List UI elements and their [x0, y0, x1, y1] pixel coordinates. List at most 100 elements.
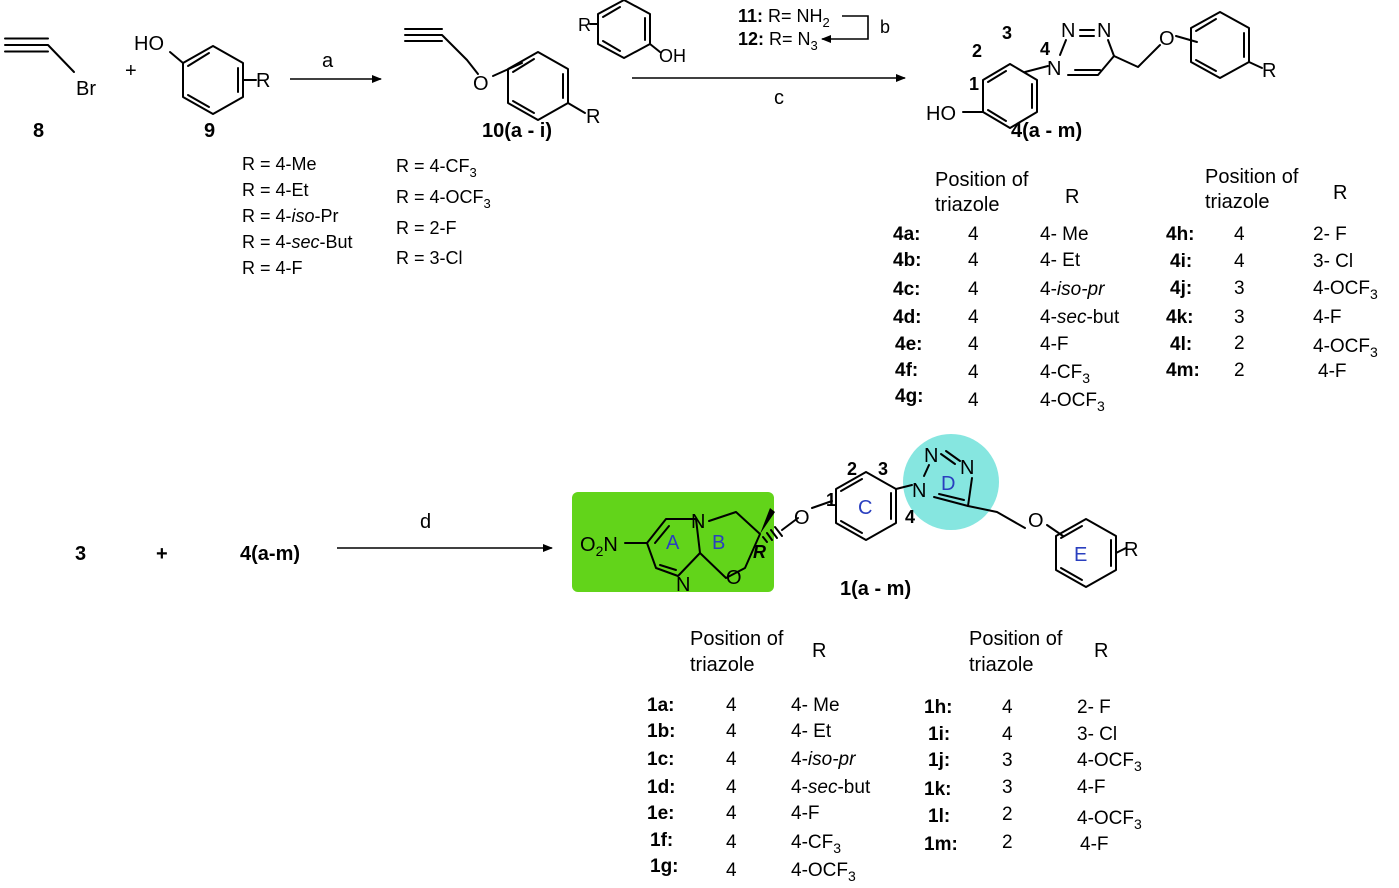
table4-row-id: 4c: [893, 279, 920, 300]
table4-row-pos: 4 [968, 390, 979, 411]
table1-row-r: 4-F [1077, 777, 1106, 798]
compound-1-triazole-n3: N [960, 457, 974, 479]
compound-1-triazole-n1: N [912, 480, 926, 502]
table4-right-header-pos-2: triazole [1205, 191, 1269, 213]
stereo-r-label-1: R [753, 542, 766, 562]
table1-row-r: 4-OCF3 [1077, 750, 1142, 774]
table4-row-pos: 4 [968, 307, 979, 328]
r-list-10-iso-pr: R = 4-iso-Pr [242, 206, 339, 226]
compound-8-br-atom: Br [76, 78, 96, 100]
table1-row-pos: 4 [1002, 697, 1013, 718]
table4-row-pos: 4 [968, 250, 979, 271]
plus-sign-1: + [125, 60, 137, 82]
table4-row-id: 4m: [1166, 360, 1200, 381]
compound-4-table: Position of triazole R Position of triaz… [893, 166, 1378, 414]
compound-1-structure: O2N N N O R O 1 2 3 4 N N N O [572, 434, 1138, 600]
compound-9-r-group: R [256, 70, 270, 92]
r-list-10-sec-but: R = 4-sec-But [242, 232, 353, 252]
table1-row-id: 1l: [928, 806, 950, 827]
table1-row-pos: 2 [1002, 832, 1013, 853]
table4-row-pos: 4 [968, 279, 979, 300]
table4-row-r: 4- Et [1040, 250, 1081, 271]
table1-row-r: 2- F [1077, 697, 1111, 718]
table4-row-r: 4-F [1313, 307, 1342, 328]
table4-row-pos: 3 [1234, 307, 1245, 328]
table4-row-r: 3- Cl [1313, 251, 1353, 272]
compound-1-pos-4: 4 [905, 507, 915, 527]
reaction-arrow-b [821, 15, 869, 43]
compound-4-n1-atom: N [1047, 58, 1061, 80]
ring-label-c: C [858, 497, 872, 519]
table1-row-r: 4-OCF3 [791, 860, 856, 884]
table4-row-id: 4k: [1166, 307, 1193, 328]
table1-row-id: 1a: [647, 695, 674, 716]
table4-row-id: 4h: [1166, 224, 1195, 245]
reagent-r-group: R [578, 15, 591, 35]
table1-row-r: 3- Cl [1077, 724, 1117, 745]
table1-left-header-r: R [812, 640, 826, 662]
reagent-oh-group: OH [659, 46, 686, 66]
table1-row-pos: 2 [1002, 804, 1013, 825]
compound-1-imidazole-n: N [691, 511, 705, 533]
table4-row-id: 4f: [895, 360, 918, 381]
table1-row-id: 1k: [924, 779, 951, 800]
r-list-10-cf3: R = 4-CF3 [396, 156, 477, 180]
compound-1-label: 1(a - m) [840, 578, 911, 600]
table1-row-pos: 4 [726, 777, 737, 798]
table1-row-id: 1f: [650, 830, 673, 851]
table4-row-pos: 4 [968, 334, 979, 355]
table1-row-id: 1j: [928, 750, 950, 771]
step-a-label: a [322, 50, 334, 72]
reactant-4-label: 4(a-m) [240, 543, 300, 565]
table4-row-pos: 4 [1234, 224, 1245, 245]
table4-right-header-r: R [1333, 182, 1347, 204]
compound-1-pos-1: 1 [826, 490, 836, 510]
table4-row-r: 4-OCF3 [1040, 390, 1105, 414]
table1-right-header-pos-1: Position of [969, 628, 1063, 650]
table1-row-id: 1m: [924, 834, 958, 855]
table4-right-header-pos-1: Position of [1205, 166, 1299, 188]
compound-1-imine-n: N [676, 574, 690, 596]
compound-1-table: Position of triazole R Position of triaz… [647, 628, 1142, 884]
table1-row-pos: 4 [726, 695, 737, 716]
table1-row-pos: 3 [1002, 777, 1013, 798]
table1-row-r: 4-CF3 [791, 832, 841, 856]
compound-4-label: 4(a - m) [1011, 120, 1082, 142]
compound-4-pos-3: 3 [1002, 23, 1012, 43]
table1-row-id: 1e: [647, 803, 674, 824]
table1-row-r: 4-F [791, 803, 820, 824]
table1-right-header-pos-2: triazole [969, 654, 1033, 676]
table1-row-pos: 4 [726, 721, 737, 742]
compound-4-structure: HO 1 2 3 4 N N N O R 4(a - m) [926, 11, 1276, 142]
table4-row-r: 4-sec-but [1040, 307, 1120, 328]
step-b-label: b [880, 17, 890, 37]
nitro-group: O2N [580, 534, 618, 559]
table1-row-pos: 4 [726, 860, 737, 881]
aminophenol-reagent-structure: R OH [578, 0, 686, 66]
table4-row-id: 4a: [893, 224, 920, 245]
table1-right-header-r: R [1094, 640, 1108, 662]
table1-row-id: 1i: [928, 724, 950, 745]
table4-row-r: 4-OCF3 [1313, 278, 1378, 302]
ring-label-e: E [1074, 544, 1087, 566]
compound-4-r-group: R [1262, 60, 1276, 82]
table4-row-pos: 4 [968, 224, 979, 245]
table1-row-pos: 4 [726, 832, 737, 853]
table4-row-pos: 3 [1234, 278, 1245, 299]
table4-row-r: 4-iso-pr [1040, 279, 1105, 300]
table4-left-header-pos-1: Position of [935, 169, 1029, 191]
r-list-10-f: R = 4-F [242, 258, 303, 278]
table1-row-r: 4- Me [791, 695, 840, 716]
compound-9-label: 9 [204, 120, 215, 142]
ring-label-d: D [941, 473, 955, 495]
plus-sign-2: + [156, 543, 168, 565]
compound-8-label: 8 [33, 120, 44, 142]
table4-row-pos: 2 [1234, 360, 1245, 381]
compound-1-oxazole-o: O [726, 567, 742, 589]
compound-9-oh-group: HO [134, 33, 164, 55]
table4-row-pos: 2 [1234, 333, 1245, 354]
table1-left-header-pos-2: triazole [690, 654, 754, 676]
r-list-10-et: R = 4-Et [242, 180, 309, 200]
table4-row-id: 4e: [895, 334, 922, 355]
